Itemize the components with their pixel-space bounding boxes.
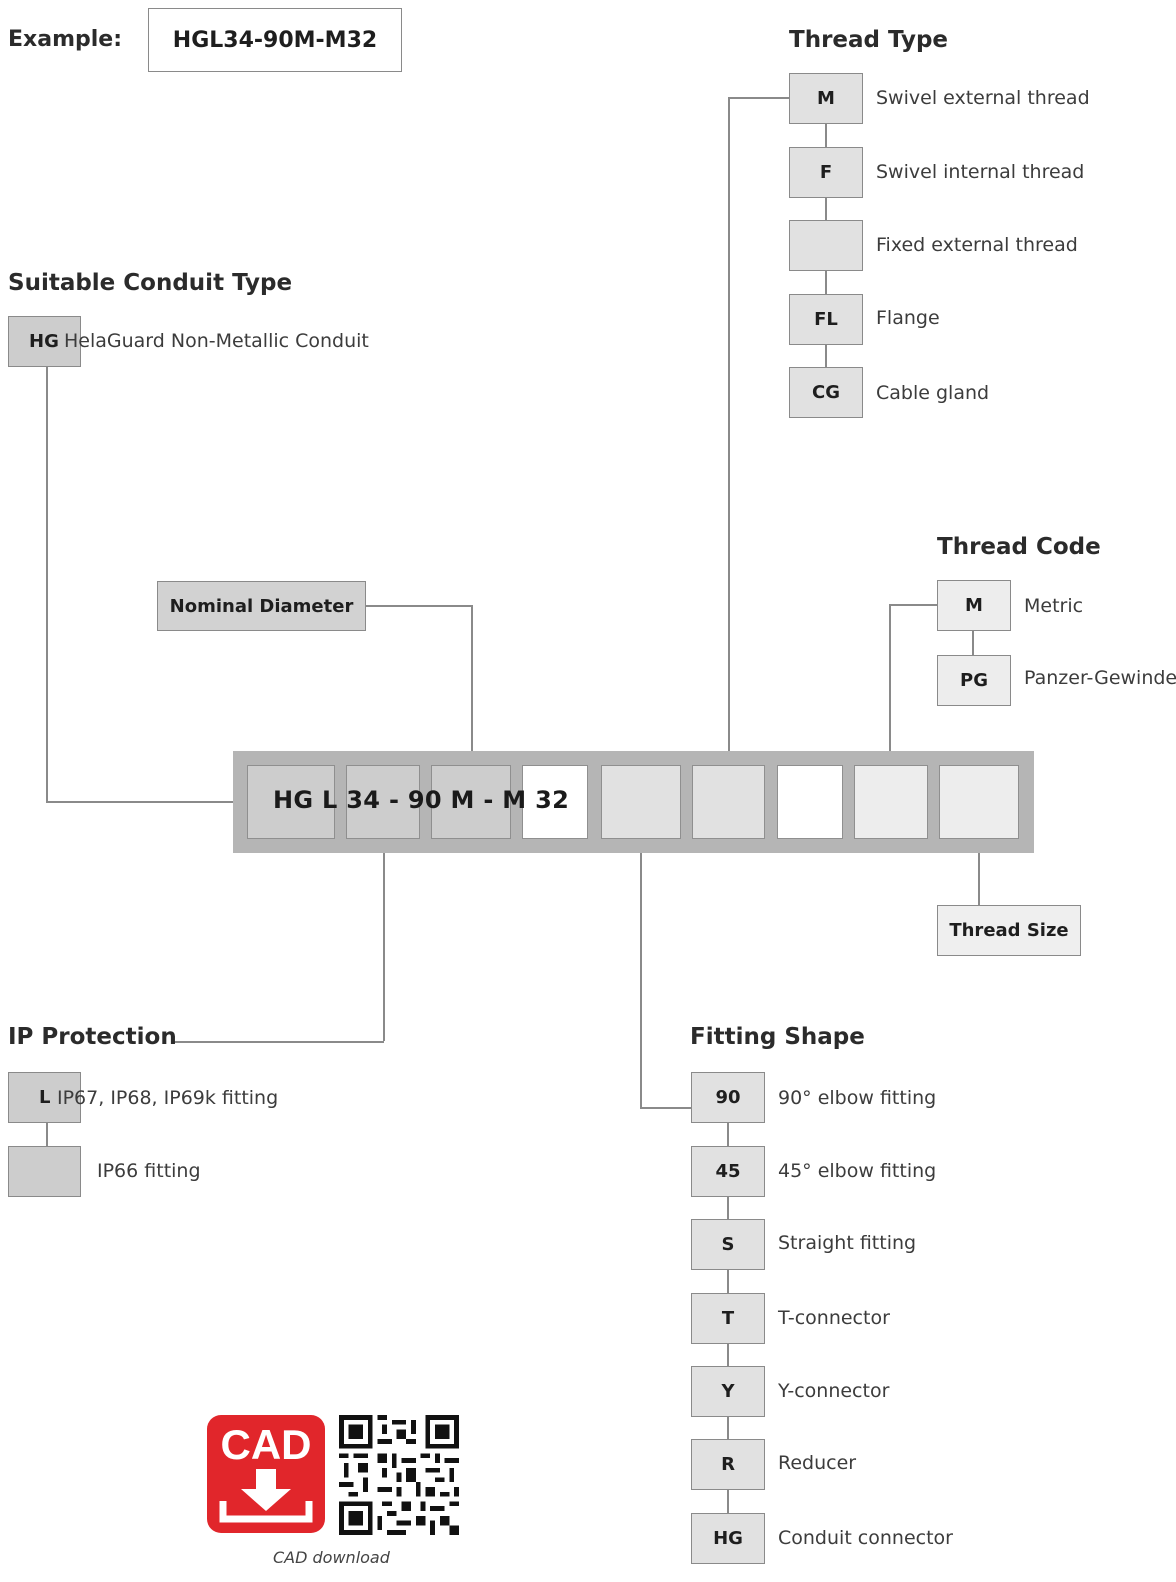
thread-type-desc: Swivel internal thread: [876, 161, 1085, 183]
code-cell-nominal-diameter: [431, 765, 511, 839]
fitting-shape-code: HG: [691, 1513, 765, 1564]
code-cell-ip-protection: [346, 765, 420, 839]
thread-code-desc: Metric: [1024, 595, 1084, 617]
thread-code-desc: Panzer-Gewinde: [1024, 667, 1176, 689]
connector-line: [889, 604, 937, 606]
thread-type-desc: Flange: [876, 307, 940, 329]
connector-line: [889, 604, 891, 765]
thread-code-code-m: M: [937, 580, 1011, 631]
thread-type-code-fl: FL: [789, 294, 863, 345]
fitting-shape-desc: Reducer: [778, 1452, 857, 1474]
example-label: Example:: [8, 27, 122, 52]
code-cell-separator: [777, 765, 843, 839]
conduit-type-code-hg: HG: [8, 316, 81, 367]
thread-code-code-pg: PG: [937, 655, 1011, 706]
fitting-shape-code: Y: [691, 1366, 765, 1417]
connector-line: [46, 1123, 48, 1147]
connector-line: [728, 97, 730, 765]
fitting-shape-code: 90: [691, 1072, 765, 1123]
conduit-type-title: Suitable Conduit Type: [8, 270, 293, 296]
fitting-shape-title: Fitting Shape: [690, 1024, 865, 1050]
connector-line: [640, 838, 642, 1108]
cad-download-icon: CAD: [207, 1415, 325, 1533]
qr-code-icon: [339, 1415, 459, 1535]
fitting-shape-desc: T-connector: [778, 1307, 890, 1329]
fitting-shape-desc: Y-connector: [778, 1380, 890, 1402]
nominal-diameter-label: Nominal Diameter: [157, 581, 366, 631]
ip-protection-desc: IP67, IP68, IP69k fitting: [57, 1087, 279, 1109]
ip-protection-code-l: L: [8, 1072, 81, 1123]
thread-size-label: Thread Size: [937, 905, 1081, 956]
fitting-shape-desc: Straight fitting: [778, 1232, 917, 1254]
cad-download-caption: CAD download: [273, 1548, 390, 1567]
thread-type-desc: Swivel external thread: [876, 87, 1090, 109]
connector-line: [640, 1107, 692, 1109]
cad-download-link[interactable]: CAD: [205, 1413, 461, 1535]
connector-line: [978, 838, 980, 906]
fitting-shape-code: R: [691, 1439, 765, 1490]
code-cell-separator: [522, 765, 588, 839]
connector-line: [46, 801, 248, 803]
fitting-shape-code: S: [691, 1219, 765, 1270]
fitting-shape-desc: Conduit connector: [778, 1527, 953, 1549]
connector-line: [173, 1041, 384, 1043]
connector-line: [972, 630, 974, 656]
connector-line: [383, 838, 385, 1041]
cad-logo-text: CAD: [221, 1421, 312, 1468]
conduit-type-desc: HelaGuard Non-Metallic Conduit: [64, 330, 369, 352]
connector-line: [728, 97, 789, 99]
code-cell-thread-size: [939, 765, 1019, 839]
ip-protection-code-blank: [8, 1146, 81, 1197]
code-bar-text: HG L 34 - 90 M - M 32: [273, 786, 570, 814]
thread-type-desc: Fixed external thread: [876, 234, 1078, 256]
ip-protection-desc: IP66 fitting: [97, 1160, 201, 1182]
thread-type-code-m: M: [789, 73, 863, 124]
code-cell-thread-type: [692, 765, 765, 839]
thread-type-title: Thread Type: [789, 27, 949, 53]
fitting-shape-desc: 90° elbow fitting: [778, 1087, 937, 1109]
connector-line: [471, 605, 473, 765]
thread-type-code-blank: [789, 220, 863, 271]
fitting-shape-code: 45: [691, 1146, 765, 1197]
thread-type-code-cg: CG: [789, 367, 863, 418]
thread-type-code-f: F: [789, 147, 863, 198]
example-code-box: HGL34-90M-M32: [148, 8, 402, 72]
code-cell-thread-code: [854, 765, 928, 839]
code-cell-conduit-type: [247, 765, 335, 839]
connector-line: [365, 605, 472, 607]
connector-line: [46, 366, 48, 802]
thread-code-title: Thread Code: [937, 534, 1101, 560]
ip-protection-title: IP Protection: [8, 1024, 177, 1050]
thread-type-desc: Cable gland: [876, 382, 990, 404]
fitting-shape-code: T: [691, 1293, 765, 1344]
fitting-shape-desc: 45° elbow fitting: [778, 1160, 937, 1182]
code-cell-fitting-shape: [601, 765, 681, 839]
